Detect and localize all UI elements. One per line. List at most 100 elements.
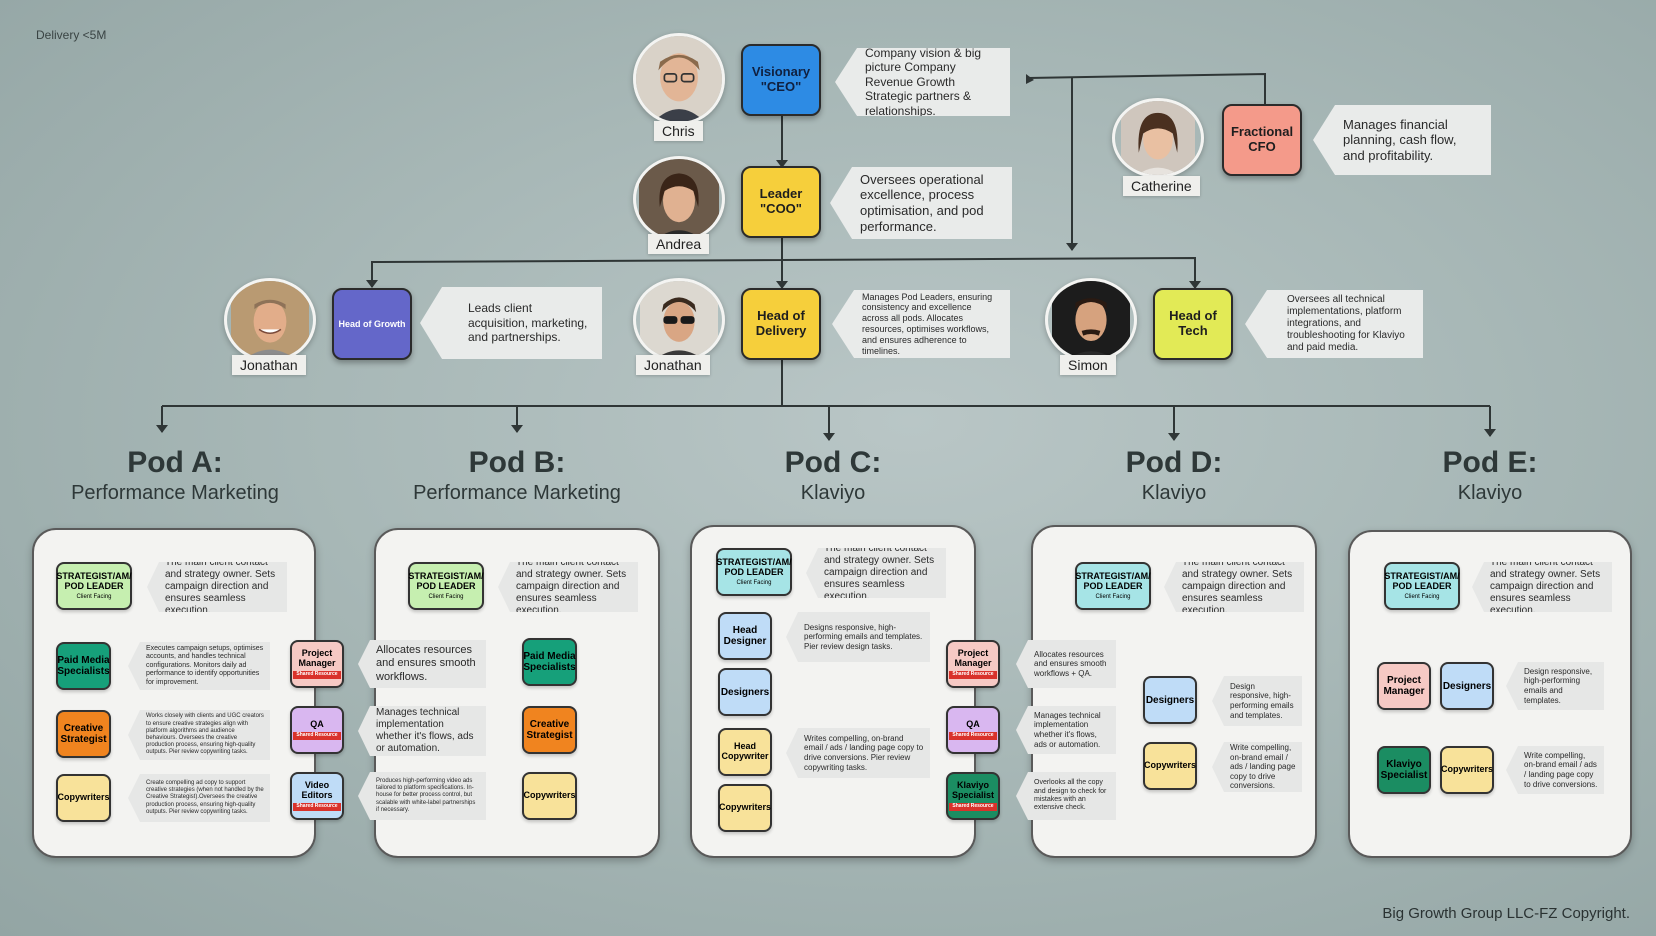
pod-b-strategist: STRATEGIST/AM/ POD LEADER Client Facing	[408, 562, 484, 610]
name-jonathan-delivery: Jonathan	[636, 355, 710, 375]
pod-ab-pm-desc: Allocates resources and ensures smooth w…	[358, 640, 486, 688]
pod-c-strategist-desc: The main client contact and strategy own…	[806, 548, 946, 598]
pod-e-title: Pod E: Klaviyo	[1365, 446, 1615, 505]
pod-e-project-manager: Project Manager	[1377, 662, 1431, 710]
pod-a-strategist-label: STRATEGIST/AM/ POD LEADER	[56, 570, 132, 591]
pod-d-name: Pod D:	[1125, 446, 1223, 479]
pod-d-designers: Designers	[1143, 676, 1197, 724]
pod-ab-qa-label: QA	[310, 719, 324, 730]
pod-cd-klaviyo-label: Klaviyo Specialist	[951, 780, 995, 801]
role-coo: Leader "COO"	[741, 166, 821, 238]
pod-e-strategist-desc: The main client contact and strategy own…	[1472, 562, 1612, 612]
pod-b-client-facing: Client Facing	[428, 593, 464, 600]
pod-c-head-copywriter-desc: Writes compelling, on-brand email / ads …	[786, 728, 930, 778]
avatar-jonathan-growth	[224, 278, 316, 362]
pod-cd-qa-shared: Shared Resource	[949, 732, 997, 740]
pod-ab-qa-shared: Shared Resource	[293, 732, 341, 740]
pod-c-strategist: STRATEGIST/AM/ POD LEADER Client Facing	[716, 548, 792, 596]
pod-cd-qa-label: QA	[966, 719, 980, 730]
pod-e-klaviyo-specialist: Klaviyo Specialist	[1377, 746, 1431, 794]
pod-c-strategist-label: STRATEGIST/AM/ POD LEADER	[716, 556, 792, 577]
pod-d-copywriters-desc: Write compelling, on-brand email / ads /…	[1212, 742, 1302, 792]
name-andrea: Andrea	[648, 234, 710, 254]
pod-ab-qa: QA Shared Resource	[290, 706, 344, 754]
pod-cd-pm-shared: Shared Resource	[949, 671, 997, 679]
pod-e-name: Pod E:	[1442, 446, 1538, 479]
pod-b-paid-media: Paid Media Specialists	[522, 638, 577, 686]
pod-c-head-designer: Head Designer	[718, 612, 772, 660]
pod-b-name: Pod B:	[468, 446, 566, 479]
pod-cd-klaviyo-desc: Overlooks all the copy and design to che…	[1016, 772, 1116, 820]
pod-b-title: Pod B: Performance Marketing	[392, 446, 642, 505]
pod-d-strategist-desc: The main client contact and strategy own…	[1164, 562, 1304, 612]
pod-a-copywriters: Copywriters	[56, 774, 111, 822]
pod-b-strategist-label: STRATEGIST/AM/ POD LEADER	[408, 570, 484, 591]
pod-a-strategist-desc: The main client contact and strategy own…	[147, 562, 287, 612]
pod-c-designers: Designers	[718, 668, 772, 716]
pod-c-head-designer-desc: Designs responsive, high-performing emai…	[786, 612, 930, 662]
desc-cfo: Manages financial planning, cash flow, a…	[1313, 105, 1491, 175]
role-head-of-growth: Head of Growth	[332, 288, 412, 360]
pod-a-creative-strategist: Creative Strategist	[56, 710, 111, 758]
pod-cd-pm-desc: Allocates resources and ensures smooth w…	[1016, 640, 1116, 688]
desc-growth: Leads client acquisition, marketing, and…	[420, 287, 602, 359]
desc-delivery: Manages Pod Leaders, ensuring consistenc…	[832, 290, 1010, 358]
pod-ab-video-desc: Produces high-performing video ads tailo…	[358, 772, 486, 820]
pod-a-copywriters-desc: Create compelling ad copy to support cre…	[128, 774, 270, 822]
pod-d-strategist: STRATEGIST/AM/ POD LEADER Client Facing	[1075, 562, 1151, 610]
pod-e-client-facing: Client Facing	[1404, 593, 1440, 600]
avatar-catherine	[1112, 98, 1204, 178]
pod-ab-qa-desc: Manages technical implementation whether…	[358, 706, 486, 756]
pod-cd-klaviyo-shared: Shared Resource	[949, 803, 997, 811]
pod-c-subtitle: Klaviyo	[800, 482, 866, 504]
pod-e-copywriters-desc: Write compelling, on-brand email / ads /…	[1506, 746, 1604, 794]
name-catherine: Catherine	[1123, 176, 1200, 196]
role-ceo: Visionary "CEO"	[741, 44, 821, 116]
pod-e-designers: Designers	[1440, 662, 1494, 710]
pod-ab-pm-shared: Shared Resource	[293, 671, 341, 679]
pod-d-strategist-label: STRATEGIST/AM/ POD LEADER	[1075, 570, 1151, 591]
pod-d-copywriters: Copywriters	[1143, 742, 1197, 790]
pod-ab-video-label: Video Editors	[301, 780, 333, 801]
pod-cd-qa: QA Shared Resource	[946, 706, 1000, 754]
pod-ab-video-editors: Video Editors Shared Resource	[290, 772, 344, 820]
name-simon: Simon	[1060, 355, 1116, 375]
pod-d-subtitle: Klaviyo	[1141, 482, 1207, 504]
copyright: Big Growth Group LLC-FZ Copyright.	[1382, 905, 1630, 922]
pod-c-title: Pod C: Klaviyo	[708, 446, 958, 505]
name-jonathan-growth: Jonathan	[232, 355, 306, 375]
pod-a-paid-media: Paid Media Specialists	[56, 642, 111, 690]
pod-c-name: Pod C:	[784, 446, 882, 479]
pod-d-designers-desc: Design responsive, high-performing email…	[1212, 676, 1302, 726]
pod-b-creative-strategist: Creative Strategist	[522, 706, 577, 754]
pod-e-designers-desc: Design responsive, high-performing email…	[1506, 662, 1604, 710]
avatar-simon	[1045, 278, 1137, 362]
desc-coo: Oversees operational excellence, process…	[830, 167, 1012, 239]
pod-b-subtitle: Performance Marketing	[413, 482, 621, 504]
name-chris: Chris	[654, 121, 703, 141]
pod-c-head-copywriter: Head Copywriter	[718, 728, 772, 776]
role-cfo: Fractional CFO	[1222, 104, 1302, 176]
pod-d-client-facing: Client Facing	[1095, 593, 1131, 600]
pod-a-name: Pod A:	[127, 446, 223, 479]
pod-e-strategist: STRATEGIST/AM/ POD LEADER Client Facing	[1384, 562, 1460, 610]
desc-tech: Oversees all technical implementations, …	[1245, 290, 1423, 358]
avatar-jonathan-delivery	[633, 278, 725, 362]
pod-cd-klaviyo-specialist: Klaviyo Specialist Shared Resource	[946, 772, 1000, 820]
pod-c-client-facing: Client Facing	[736, 579, 772, 586]
pod-cd-pm-label: Project Manager	[954, 648, 992, 669]
pod-ab-video-shared: Shared Resource	[293, 803, 341, 811]
pod-a-strategist: STRATEGIST/AM/ POD LEADER Client Facing	[56, 562, 132, 610]
pod-b-copywriters: Copywriters	[522, 772, 577, 820]
pod-a-title: Pod A: Performance Marketing	[50, 446, 300, 505]
desc-ceo: Company vision & big picture Company Rev…	[835, 48, 1010, 116]
header-tag: Delivery <5M	[36, 28, 107, 42]
pod-d-title: Pod D: Klaviyo	[1049, 446, 1299, 505]
pod-a-client-facing: Client Facing	[76, 593, 112, 600]
pod-a-creative-strategist-desc: Works closely with clients and UGC creat…	[128, 710, 270, 760]
pod-cd-project-manager: Project Manager Shared Resource	[946, 640, 1000, 688]
pod-cd-qa-desc: Manages technical implementation whether…	[1016, 706, 1116, 754]
avatar-chris	[633, 33, 725, 125]
role-head-of-tech: Head of Tech	[1153, 288, 1233, 360]
